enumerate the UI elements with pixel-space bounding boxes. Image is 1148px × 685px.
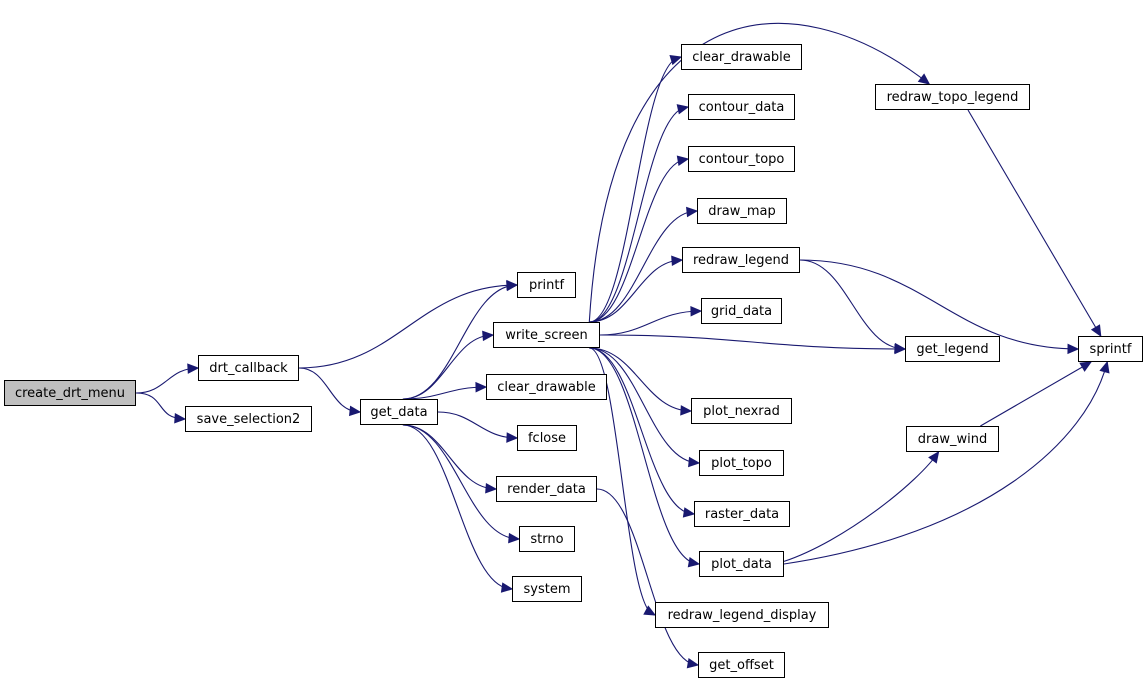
node-redraw-legend[interactable]: redraw_legend	[682, 247, 800, 273]
edge-get-data-to-strno	[402, 424, 520, 540]
arrowhead-write-screen-to-clear-drawable-2	[669, 55, 683, 66]
arrowhead-drt-callback-to-get-data	[349, 405, 362, 417]
node-contour-topo[interactable]: contour_topo	[688, 146, 795, 172]
edge-get-data-to-fclose	[437, 411, 518, 439]
node-sprintf[interactable]: sprintf	[1078, 336, 1143, 362]
node-redraw-topo-legend[interactable]: redraw_topo_legend	[875, 84, 1030, 110]
node-plot-data[interactable]: plot_data	[699, 551, 784, 577]
node-redraw-legend-display[interactable]: redraw_legend_display	[655, 602, 829, 628]
arrowhead-draw-wind-to-sprintf	[1079, 361, 1093, 372]
node-get-data[interactable]: get_data	[360, 399, 438, 425]
edge-get-data-to-system	[402, 424, 513, 590]
node-strno[interactable]: strno	[519, 526, 575, 552]
edge-redraw-legend-to-get-legend	[799, 259, 906, 350]
arrowhead-write-screen-to-redraw-legend-display	[643, 605, 657, 616]
node-get-offset[interactable]: get_offset	[698, 652, 785, 678]
edge-drt-callback-to-printf	[298, 284, 518, 369]
node-clear-drawable-2[interactable]: clear_drawable	[681, 44, 802, 70]
edge-write-screen-to-raster-data	[589, 347, 695, 515]
arrowhead-write-screen-to-draw-map	[686, 206, 699, 218]
edge-get-data-to-render-data	[402, 424, 497, 490]
arrowhead-write-screen-to-raster-data	[682, 507, 696, 518]
node-grid-data[interactable]: grid_data	[701, 298, 782, 324]
node-clear-drawable-1[interactable]: clear_drawable	[486, 374, 607, 400]
arrowhead-get-data-to-system	[500, 582, 514, 593]
edge-draw-wind-to-sprintf	[980, 361, 1092, 427]
node-system[interactable]: system	[512, 576, 582, 602]
arrowhead-create-drt-menu-to-drt-callback	[187, 363, 200, 374]
arrowhead-write-screen-to-plot-nexrad	[680, 405, 693, 416]
edge-write-screen-to-draw-map	[589, 210, 698, 323]
node-save-selection2[interactable]: save_selection2	[185, 406, 312, 432]
edge-write-screen-to-plot-topo	[589, 347, 700, 464]
edge-write-screen-to-grid-data	[599, 310, 702, 336]
arrowhead-get-data-to-fclose	[506, 432, 519, 443]
arrowhead-redraw-legend-to-sprintf	[1067, 343, 1080, 355]
node-get-legend[interactable]: get_legend	[905, 336, 1000, 362]
arrowhead-write-screen-to-contour-data	[676, 104, 690, 115]
arrowhead-get-data-to-strno	[508, 532, 521, 544]
node-create-drt-menu: create_drt_menu	[4, 380, 136, 406]
arrowhead-get-data-to-write-screen	[482, 330, 495, 342]
edge-write-screen-to-get-legend	[599, 334, 906, 350]
edge-write-screen-to-clear-drawable-2	[589, 56, 682, 323]
arrowhead-write-screen-to-plot-data	[687, 556, 701, 568]
node-contour-data[interactable]: contour_data	[688, 94, 795, 120]
node-draw-wind[interactable]: draw_wind	[906, 426, 999, 452]
edge-write-screen-to-redraw-topo-legend	[588, 22, 930, 323]
arrowhead-plot-data-to-sprintf	[1099, 360, 1110, 374]
arrowhead-redraw-legend-to-get-legend	[894, 342, 907, 354]
arrowhead-get-data-to-clear-drawable-1	[475, 381, 488, 393]
edge-redraw-legend-to-sprintf	[799, 259, 1079, 350]
arrowhead-render-data-to-get-offset	[686, 658, 700, 669]
arrowhead-write-screen-to-contour-topo	[676, 155, 690, 166]
arrowhead-write-screen-to-grid-data	[690, 305, 703, 317]
arrowhead-plot-data-to-draw-wind	[928, 451, 940, 464]
edge-plot-data-to-draw-wind	[783, 451, 940, 562]
edge-write-screen-to-redraw-legend-display	[589, 347, 656, 616]
node-render-data[interactable]: render_data	[496, 476, 597, 502]
edge-write-screen-to-contour-topo	[589, 158, 689, 323]
arrowhead-redraw-topo-legend-to-sprintf	[1090, 324, 1102, 338]
node-plot-topo[interactable]: plot_topo	[699, 450, 784, 476]
node-write-screen[interactable]: write_screen	[493, 322, 600, 348]
edge-write-screen-to-contour-data	[589, 106, 689, 323]
edge-plot-data-to-sprintf	[783, 361, 1108, 565]
edge-write-screen-to-redraw-legend	[589, 259, 683, 323]
edge-write-screen-to-plot-nexrad	[589, 347, 692, 412]
edge-get-data-to-write-screen	[402, 334, 494, 400]
arrowhead-get-data-to-render-data	[485, 482, 498, 494]
edge-redraw-topo-legend-to-sprintf	[967, 109, 1102, 337]
arrowhead-write-screen-to-redraw-topo-legend	[917, 73, 931, 85]
edge-write-screen-to-plot-data	[589, 347, 700, 565]
node-raster-data[interactable]: raster_data	[694, 501, 790, 527]
node-drt-callback[interactable]: drt_callback	[198, 355, 299, 381]
node-fclose[interactable]: fclose	[517, 425, 577, 451]
edge-render-data-to-get-offset	[596, 488, 699, 666]
node-plot-nexrad[interactable]: plot_nexrad	[691, 398, 792, 424]
node-draw-map[interactable]: draw_map	[697, 198, 787, 224]
node-printf[interactable]: printf	[517, 272, 576, 298]
arrowhead-write-screen-to-plot-topo	[688, 456, 701, 468]
arrowhead-get-data-to-printf	[506, 280, 519, 292]
arrowhead-create-drt-menu-to-save-selection2	[174, 413, 187, 424]
arrowhead-write-screen-to-redraw-legend	[671, 255, 684, 267]
